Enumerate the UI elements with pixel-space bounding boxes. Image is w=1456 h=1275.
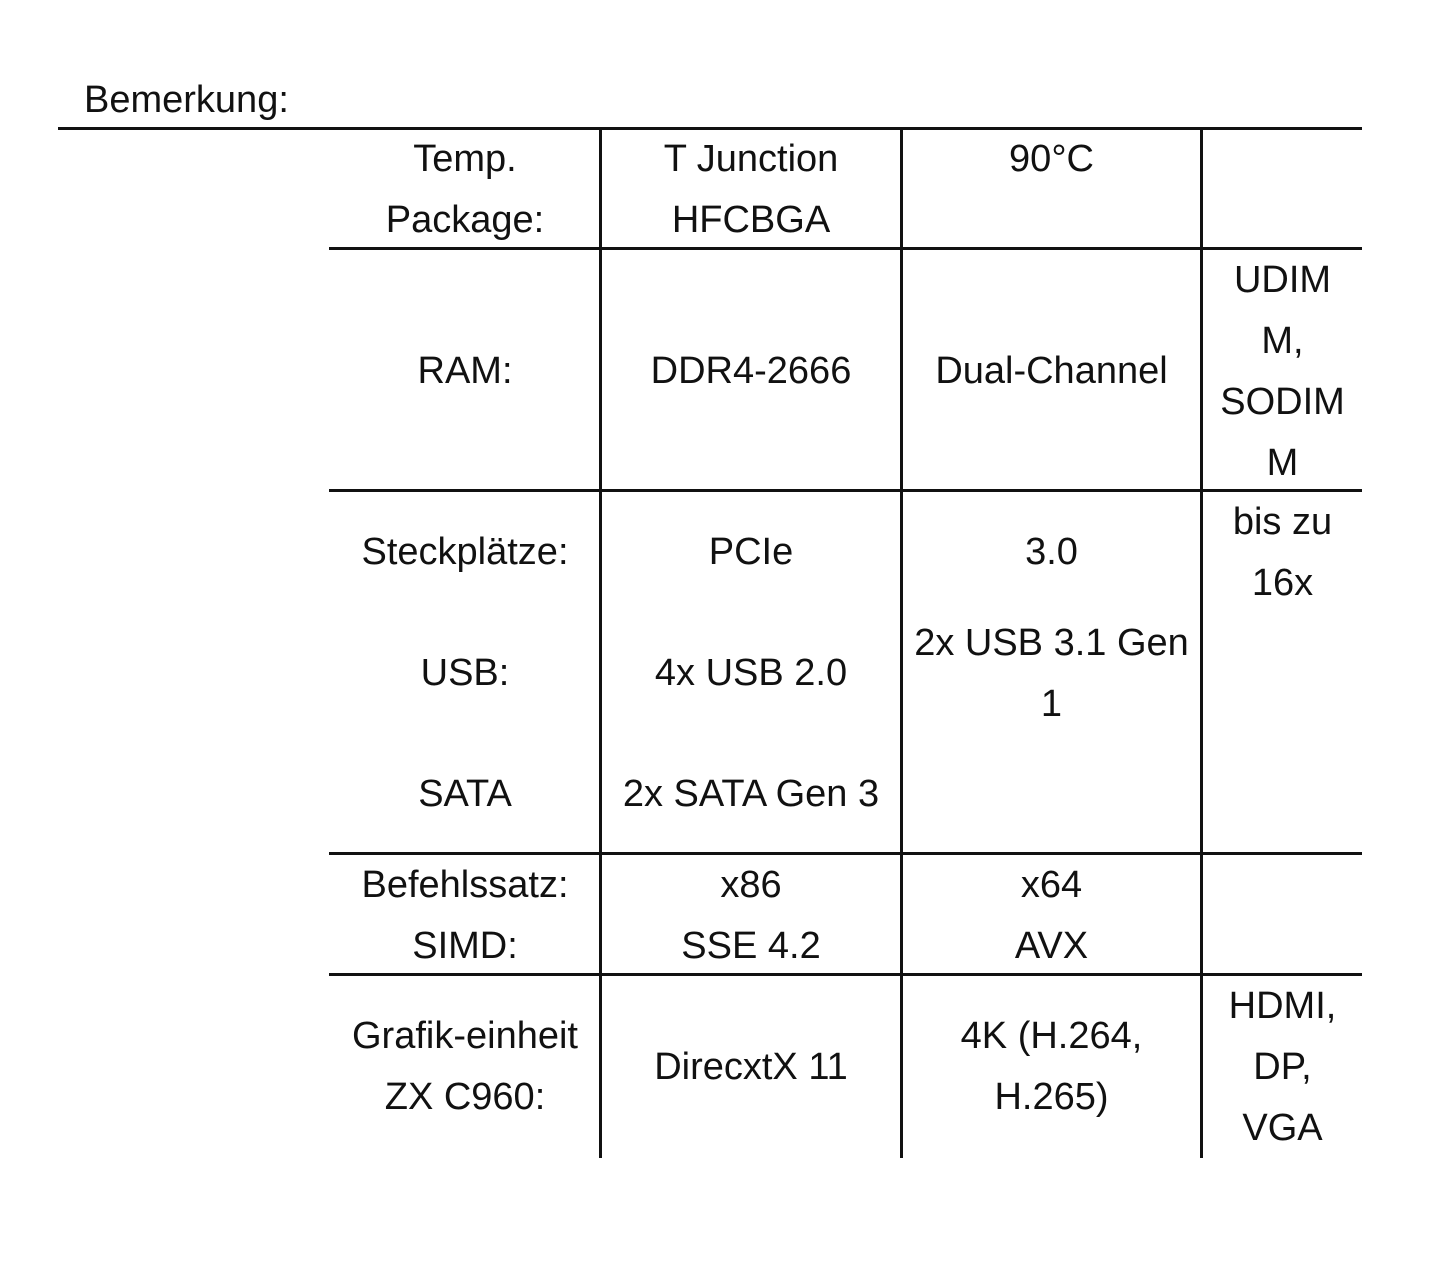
usb3-line: 1 bbox=[1040, 683, 1063, 725]
remark-label: Bemerkung: bbox=[84, 79, 289, 121]
package-value: HFCBGA bbox=[671, 199, 831, 241]
row-divider bbox=[329, 489, 1362, 492]
isa-ext-value: x64 bbox=[1020, 864, 1083, 906]
temp-package-value-cell: T Junction HFCBGA bbox=[602, 129, 900, 251]
temp-label: Temp. bbox=[413, 138, 517, 180]
ram-module-line: SODIM bbox=[1220, 381, 1345, 423]
slots-label-cell: Steckplätze: bbox=[331, 522, 599, 583]
isa-label-cell: Befehlssatz: SIMD: bbox=[331, 855, 599, 977]
gpu-label: Grafik-einheit bbox=[352, 1015, 578, 1057]
usb3-line: 2x USB 3.1 Gen bbox=[914, 622, 1189, 664]
lanes-cell: bis zu 16x bbox=[1203, 492, 1362, 614]
ram-type-cell: DDR4-2666 bbox=[602, 341, 900, 402]
isa-value-cell: x86 SSE 4.2 bbox=[602, 855, 900, 977]
lanes-line: 16x bbox=[1251, 562, 1314, 604]
gpu-output-line: HDMI, bbox=[1228, 985, 1337, 1027]
t-junction-value: T Junction bbox=[663, 138, 839, 180]
gpu-codec-line: 4K (H.264, bbox=[960, 1015, 1143, 1057]
gpu-model-label: ZX C960: bbox=[384, 1076, 546, 1118]
gpu-api-cell: DirecxtX 11 bbox=[602, 1037, 900, 1098]
temp-package-label-cell: Temp. Package: bbox=[331, 129, 599, 251]
gpu-api-value: DirecxtX 11 bbox=[654, 1046, 848, 1088]
simd-label: SIMD: bbox=[412, 925, 518, 967]
row-divider bbox=[329, 247, 1362, 250]
temperature-value-cell: 90°C bbox=[903, 129, 1200, 190]
header-rule bbox=[58, 127, 1362, 130]
usb2-value: 4x USB 2.0 bbox=[654, 652, 848, 694]
ram-module-line: M bbox=[1266, 442, 1299, 484]
row-divider bbox=[329, 852, 1362, 855]
column-divider bbox=[900, 127, 903, 1158]
slots-type-value: PCIe bbox=[708, 531, 794, 573]
ram-label-cell: RAM: bbox=[331, 341, 599, 402]
ram-module-line: M, bbox=[1261, 320, 1304, 362]
ram-module-line: UDIM bbox=[1233, 259, 1332, 301]
gpu-outputs-cell: HDMI, DP, VGA bbox=[1203, 976, 1362, 1159]
sata-label-cell: SATA bbox=[331, 764, 599, 825]
ram-label: RAM: bbox=[417, 350, 513, 392]
isa-ext-cell: x64 AVX bbox=[903, 855, 1200, 977]
slots-type-cell: PCIe bbox=[602, 522, 900, 583]
row-divider bbox=[329, 973, 1362, 976]
column-divider bbox=[1200, 127, 1203, 1158]
isa-value: x86 bbox=[720, 864, 782, 906]
ram-module-cell: UDIM M, SODIM M bbox=[1203, 250, 1362, 494]
package-label: Package: bbox=[385, 199, 545, 241]
sata-value: 2x SATA Gen 3 bbox=[622, 773, 880, 815]
pcie-version-value: 3.0 bbox=[1025, 531, 1078, 573]
gpu-codec-cell: 4K (H.264, H.265) bbox=[903, 1006, 1200, 1128]
simd-ext-value: AVX bbox=[1014, 925, 1089, 967]
column-divider bbox=[599, 127, 602, 1158]
gpu-output-line: DP, bbox=[1253, 1046, 1312, 1088]
slots-label: Steckplätze: bbox=[361, 531, 569, 573]
gpu-label-cell: Grafik-einheit ZX C960: bbox=[331, 1006, 599, 1128]
temperature-value: 90°C bbox=[1009, 138, 1094, 180]
gpu-codec-line: H.265) bbox=[994, 1076, 1109, 1118]
usb2-cell: 4x USB 2.0 bbox=[602, 643, 900, 704]
simd-value: SSE 4.2 bbox=[681, 925, 821, 967]
ram-channel-cell: Dual-Channel bbox=[903, 341, 1200, 402]
ram-type-value: DDR4-2666 bbox=[650, 350, 852, 392]
sata-cell: 2x SATA Gen 3 bbox=[602, 764, 900, 825]
usb3-cell: 2x USB 3.1 Gen 1 bbox=[903, 613, 1200, 735]
lanes-line: bis zu bbox=[1232, 501, 1333, 543]
ram-channel-value: Dual-Channel bbox=[935, 350, 1168, 392]
usb-label-cell: USB: bbox=[331, 643, 599, 704]
usb-label: USB: bbox=[420, 652, 510, 694]
sata-label: SATA bbox=[418, 773, 512, 815]
isa-label: Befehlssatz: bbox=[361, 864, 569, 906]
gpu-output-line: VGA bbox=[1242, 1107, 1323, 1149]
pcie-version-cell: 3.0 bbox=[903, 522, 1200, 583]
